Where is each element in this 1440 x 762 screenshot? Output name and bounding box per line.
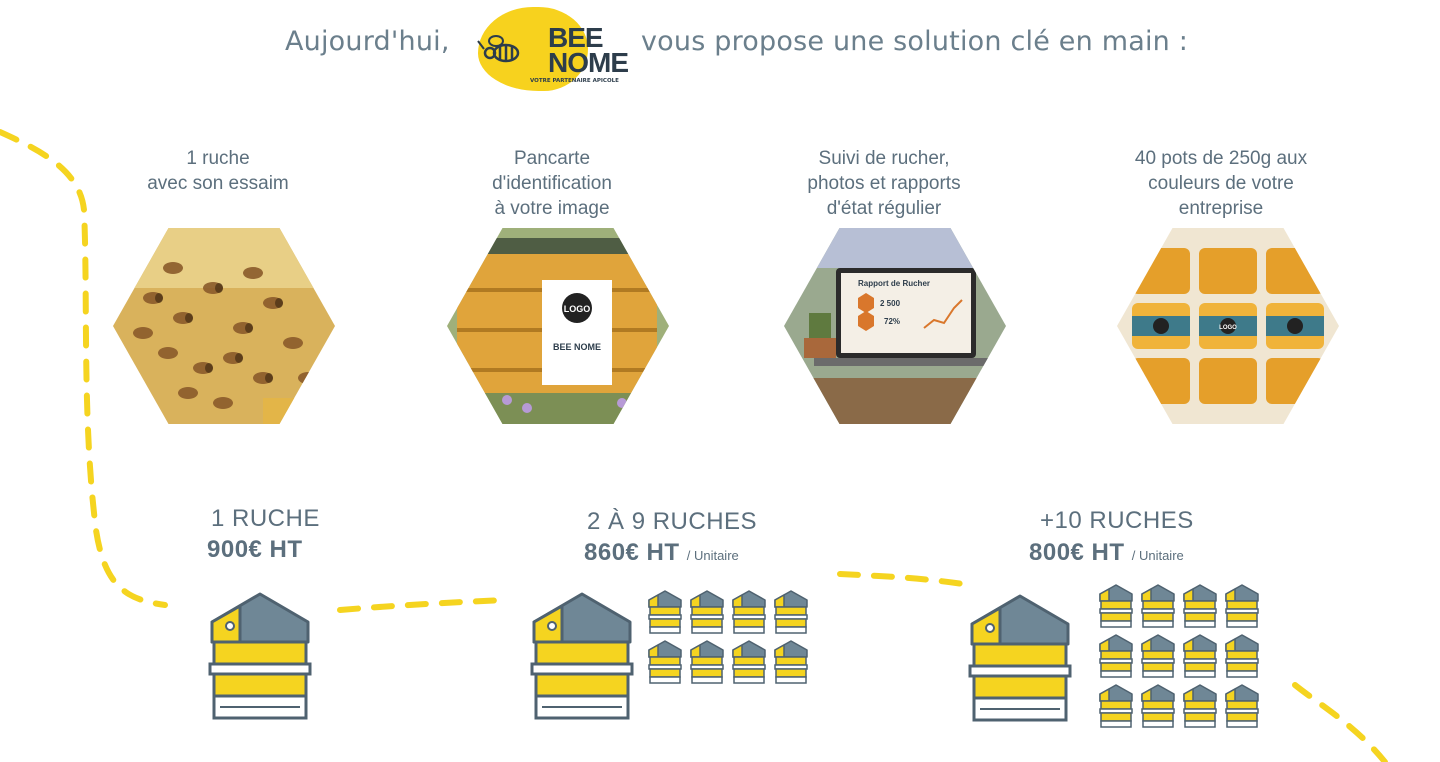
pricing-price-1-text: 900€ HT: [207, 536, 303, 563]
beehive-large-icon-2: [530, 592, 634, 720]
beehive-small-icon: [1099, 684, 1133, 728]
beehive-small-icon: [648, 590, 682, 634]
pricing-qty-2: 2 À 9 RUCHES: [587, 508, 758, 535]
beehive-small-icon: [1183, 584, 1217, 628]
pricing-qty-1: 1 RUCHE: [211, 505, 320, 532]
sign-logo-text: LOGO: [564, 304, 591, 314]
feature-title-hive: 1 ruche avec son essaim: [98, 146, 338, 196]
beehive-small-icon: [1141, 684, 1175, 728]
beehive-small-icon: [1141, 634, 1175, 678]
logo-tagline: VOTRE PARTENAIRE APICOLE: [530, 78, 619, 84]
beehive-small-icon: [1141, 584, 1175, 628]
logo-line1: BEE: [548, 22, 604, 53]
beehive-small-icon: [1183, 684, 1217, 728]
bee-icon: [477, 35, 520, 63]
beehive-small-icon: [1099, 634, 1133, 678]
report-stat-1: 2 500: [880, 299, 901, 308]
beehive-small-icon: [690, 590, 724, 634]
pricing-unit-2: / Unitaire: [686, 548, 739, 563]
beehive-small-icon: [1225, 584, 1259, 628]
feature-title-report: Suivi de rucher, photos et rapports d'ét…: [764, 146, 1004, 221]
feature-title-sign-text: Pancarte d'identification à votre image: [492, 148, 612, 219]
beehive-small-icon: [774, 640, 808, 684]
beenome-logo: BEE NOME VOTRE PARTENAIRE APICOLE: [470, 5, 629, 95]
feature-title-jars: 40 pots de 250g aux couleurs de votre en…: [1101, 146, 1341, 221]
feature-title-jars-text: 40 pots de 250g aux couleurs de votre en…: [1134, 148, 1308, 219]
beehive-small-icon: [690, 640, 724, 684]
beehive-small-icon: [774, 590, 808, 634]
small-hives-group-2: [645, 590, 815, 690]
header-intro-text: Aujourd'hui,: [285, 26, 450, 57]
pricing-price-3: 800€ HT / Unitaire: [1029, 539, 1184, 567]
logo-line2: NOME: [548, 47, 629, 78]
beehive-small-icon: [1183, 634, 1217, 678]
beehive-small-icon: [1099, 584, 1133, 628]
header-offer-text: vous propose une solution clé en main :: [641, 26, 1189, 57]
feature-title-hive-text: 1 ruche avec son essaim: [147, 148, 289, 194]
beehive-small-icon: [732, 590, 766, 634]
pricing-qty-3: +10 RUCHES: [1040, 507, 1194, 534]
pricing-unit-3: / Unitaire: [1131, 548, 1184, 563]
logo-wordmark: BEE NOME: [548, 22, 629, 78]
beehive-small-icon: [1225, 634, 1259, 678]
beehive-small-icon: [648, 640, 682, 684]
report-title: Rapport de Rucher: [858, 279, 930, 288]
beehive-large-icon-3: [968, 594, 1072, 722]
pricing-price-2-text: 860€ HT: [584, 539, 680, 566]
feature-title-report-text: Suivi de rucher, photos et rapports d'ét…: [807, 148, 961, 219]
beehive-small-icon: [732, 640, 766, 684]
small-hives-group-3: [1096, 584, 1266, 734]
beehive-small-icon: [1225, 684, 1259, 728]
beehive-large-icon-1: [208, 592, 312, 720]
jar-label-text: LOGO: [1219, 325, 1237, 331]
feature-title-sign: Pancarte d'identification à votre image: [432, 146, 672, 221]
pricing-price-2: 860€ HT / Unitaire: [584, 539, 739, 567]
pricing-price-3-text: 800€ HT: [1029, 539, 1125, 566]
sign-brand-text: BEE NOME: [553, 342, 601, 352]
report-stat-2: 72%: [884, 317, 900, 326]
pricing-price-1: 900€ HT: [207, 536, 303, 564]
